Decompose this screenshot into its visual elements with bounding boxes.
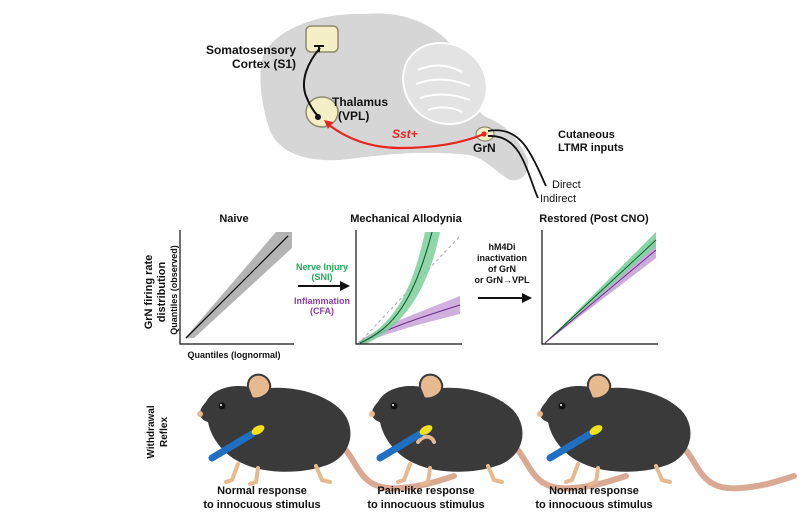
left-caption-line2: to innocuous stimulus — [203, 499, 320, 511]
inactivation-label-line2: inactivation — [477, 253, 527, 263]
thalamus-label-line1: Thalamus — [332, 95, 388, 109]
inputs-label-line1: Cutaneous — [558, 129, 615, 141]
nerve-injury-label-line1: Nerve Injury — [296, 262, 348, 272]
cortex-s1-box — [305, 25, 339, 53]
mouse-right — [537, 375, 794, 489]
allodynia-plot — [355, 230, 462, 345]
sst-pathway-arrowhead — [324, 120, 333, 129]
allodynia-axes — [355, 230, 462, 345]
row-label-line1: Withdrawal — [146, 405, 157, 458]
thalamocortical-projection — [302, 47, 321, 117]
sst-label: Sst+ — [392, 127, 418, 141]
allodynia-title: Mechanical Allodynia — [350, 213, 462, 225]
cortex-label-line1: Somatosensory — [206, 43, 296, 57]
inflammation-label-line2: (CFA) — [310, 306, 334, 316]
direct-input-fiber — [487, 129, 547, 187]
middle-caption-line1: Pain-like response — [377, 485, 474, 497]
nerve-injury-band — [358, 232, 440, 344]
nerve-injury-curve — [359, 231, 433, 344]
sst-pathway-line — [327, 123, 485, 150]
restored-fit-line-b — [544, 249, 657, 344]
inactivation-label-line4: or GrN→VPL — [474, 275, 530, 285]
restored-title: Restored (Post CNO) — [539, 213, 649, 225]
right-caption-line2: to innocuous stimulus — [535, 499, 652, 511]
indirect-label: Indirect — [540, 193, 576, 205]
x-axis-label: Quantiles (lognormal) — [187, 350, 280, 360]
inputs-label-line2: LTMR inputs — [558, 142, 624, 154]
indirect-input-fiber — [487, 135, 539, 199]
right-caption-line1: Normal response — [549, 485, 639, 497]
cerebellum-folia — [415, 64, 471, 113]
thalamus-vpl-nucleus — [305, 96, 339, 128]
restored-plot — [541, 230, 658, 345]
restored-nerve-injury-band — [544, 232, 656, 344]
grn-label: GrN — [473, 141, 496, 155]
naive-fit-line — [185, 235, 289, 339]
arrow-naive-to-allodynia-head — [340, 281, 350, 291]
inactivation-label-line3: of GrN — [488, 264, 516, 274]
thalamic-neuron — [315, 114, 321, 120]
restored-fit-line-a — [544, 239, 657, 344]
cerebellum — [402, 41, 488, 126]
brain-schematic — [260, 13, 547, 199]
naive-axes — [179, 230, 294, 345]
brain-outline — [260, 13, 529, 181]
y-title-line2: distribution — [156, 261, 168, 322]
inactivation-label-line1: hM4Di — [489, 242, 516, 252]
cortex-label-line2: Cortex (S1) — [232, 57, 296, 71]
middle-caption-line2: to innocuous stimulus — [367, 499, 484, 511]
mouse-middle — [369, 375, 626, 489]
thalamus-label-line2: (VPL) — [338, 109, 369, 123]
nerve-injury-label-line2: (SNI) — [312, 272, 333, 282]
thalamocortical-terminal — [314, 45, 324, 52]
lifted-paw — [416, 434, 436, 444]
grn-neuron — [481, 131, 487, 137]
restored-axes — [541, 230, 658, 345]
y-title-line1: GrN firing rate — [143, 255, 155, 330]
inflammation-label-line1: Inflammation — [294, 296, 350, 306]
y-axis-label: Quantiles (observed) — [169, 245, 179, 335]
arrow-allodynia-to-restored-head — [522, 293, 532, 303]
naive-plot — [179, 230, 294, 345]
left-caption-line1: Normal response — [217, 485, 307, 497]
direct-label: Direct — [552, 179, 581, 191]
naive-title: Naive — [219, 213, 248, 225]
row-label-line2: Reflex — [159, 417, 170, 447]
